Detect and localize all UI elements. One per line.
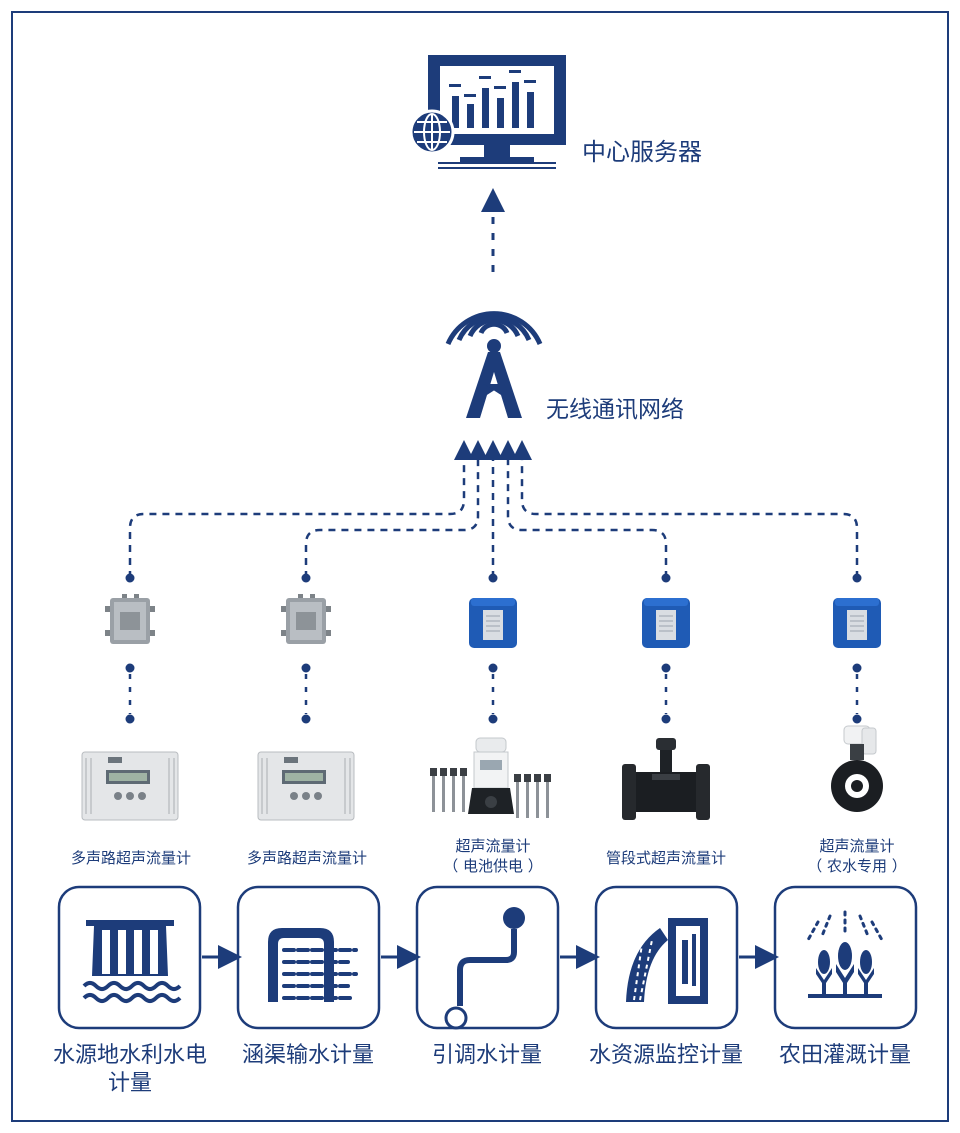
water-resource-monitor-icon <box>626 918 708 1004</box>
server-label: 中心服务器 <box>582 138 702 166</box>
diagram-frame <box>11 11 949 1122</box>
meter-label-1: 多声路超声流量计 <box>46 848 216 868</box>
scene-label-4: 水资源监控计量 <box>566 1042 766 1070</box>
server-monitor-icon <box>428 55 566 169</box>
meter-label-line: 超声流量计 <box>455 837 531 855</box>
device-links <box>128 674 859 714</box>
scene-boxes <box>57 885 918 1030</box>
scene-label-1: 水源地水利水电 计量 <box>30 1042 230 1098</box>
wall-mount-flowmeter-icon <box>257 751 355 821</box>
scene-label-line: 水资源监控计量 <box>588 1043 743 1068</box>
rtu-aluminum-box-icon <box>281 594 331 644</box>
rtu-aluminum-box-icon <box>105 594 155 644</box>
wall-mount-flowmeter-icon <box>81 751 179 821</box>
battery-flowmeter-with-probes-icon <box>430 737 551 818</box>
network-label: 无线通讯网络 <box>546 397 684 423</box>
blue-battery-transmitter-icon <box>833 598 881 648</box>
scene-label-line: 涵渠输水计量 <box>241 1043 374 1068</box>
antenna-tower-icon <box>445 311 543 418</box>
crop-irrigation-icon <box>806 910 884 998</box>
agri-flowmeter-icon <box>831 725 883 812</box>
scene-label-2: 涵渠输水计量 <box>208 1042 408 1070</box>
meter-label-line: （ 农水专用 ） <box>807 857 907 875</box>
meter-label-4: 管段式超声流量计 <box>581 848 751 868</box>
meter-label-line: （ 电池供电 ） <box>443 857 543 875</box>
blue-battery-transmitter-icon <box>469 598 517 648</box>
scene-label-line: 农田灌溉计量 <box>778 1043 911 1068</box>
meter-label-line: 多声路超声流量计 <box>70 849 191 867</box>
culvert-channel-icon <box>268 928 358 1002</box>
globe-icon <box>409 109 455 155</box>
meter-label-line: 多声路超声流量计 <box>246 849 367 867</box>
meter-label-2: 多声路超声流量计 <box>222 848 392 868</box>
spool-piece-flowmeter-icon <box>622 738 710 820</box>
scene-label-line: 引调水计量 <box>431 1043 542 1068</box>
scene-label-line: 计量 <box>107 1071 152 1096</box>
meter-label-3: 超声流量计 （ 电池供电 ） <box>408 836 578 876</box>
scene-label-3: 引调水计量 <box>387 1042 587 1070</box>
water-diversion-pipe-icon <box>444 907 525 1030</box>
meter-label-5: 超声流量计 （ 农水专用 ） <box>772 836 942 876</box>
meter-label-line: 管段式超声流量计 <box>605 849 726 867</box>
link-nodes <box>125 573 862 724</box>
network-links <box>128 440 859 578</box>
blue-battery-transmitter-icon <box>642 598 690 648</box>
meter-label-line: 超声流量计 <box>819 837 895 855</box>
scene-label-line: 水源地水利水电 <box>52 1043 207 1068</box>
scene-label-5: 农田灌溉计量 <box>745 1042 945 1070</box>
dam-hydropower-icon <box>82 920 182 1003</box>
